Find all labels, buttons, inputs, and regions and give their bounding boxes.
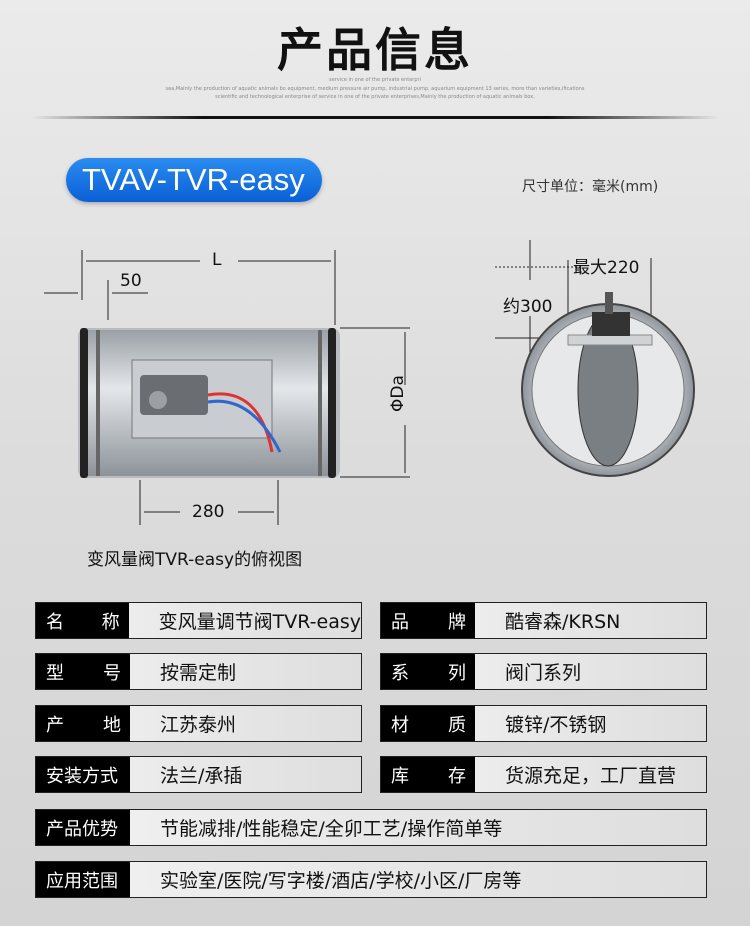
label-char: 产	[46, 714, 64, 736]
spec-row: 型号按需定制	[35, 653, 362, 690]
spec-value: 法兰/承插	[160, 765, 243, 787]
product-drawing	[44, 240, 695, 525]
spec-label: 安装方式	[36, 757, 130, 792]
spec-row: 系列阀门系列	[380, 653, 707, 690]
label-char: 牌	[448, 611, 466, 633]
spec-label: 品牌	[381, 603, 475, 638]
spec-label: 名称	[36, 603, 129, 638]
dim-body: 280	[192, 502, 225, 522]
label-char: 名	[46, 611, 64, 633]
label-char: 材	[391, 714, 409, 736]
divider	[30, 116, 720, 119]
spec-row: 名称变风量调节阀TVR-easy	[35, 602, 362, 639]
dim-height: 约300	[503, 297, 553, 317]
label-char: 品	[391, 611, 409, 633]
spec-row: 产地江苏泰州	[35, 705, 362, 742]
label-char: 系	[391, 662, 409, 684]
label-char: 列	[448, 662, 466, 684]
label-char: 存	[448, 765, 466, 787]
spec-label: 型号	[36, 654, 130, 689]
spec-row: 材质镀锌/不锈钢	[380, 705, 707, 742]
spec-label: 产品优势	[36, 810, 130, 845]
spec-label: 应用范围	[36, 862, 130, 897]
spec-label: 库存	[381, 757, 475, 792]
label-char: 型	[46, 662, 64, 684]
subtitle-line: service in one of the private enterpri	[329, 77, 421, 83]
label-char: 地	[103, 714, 121, 736]
label-char: 质	[448, 714, 466, 736]
dim-max-width: 最大220	[573, 258, 640, 278]
label-text: 安装方式	[46, 765, 118, 787]
label-char: 号	[103, 662, 121, 684]
spec-label: 系列	[381, 654, 475, 689]
spec-row: 安装方式 法兰/承插	[35, 756, 362, 793]
label-char: 称	[101, 611, 120, 633]
spec-label: 产地	[36, 706, 130, 741]
spec-value: 按需定制	[160, 662, 237, 684]
dim-offset: 50	[120, 271, 142, 291]
spec-row-wide: 产品优势 节能减排/性能稳定/全卯工艺/操作简单等	[35, 809, 707, 846]
page-title: 产品信息	[277, 23, 473, 77]
spec-value: 节能减排/性能稳定/全卯工艺/操作简单等	[160, 818, 503, 840]
spec-value: 酷睿森/KRSN	[505, 611, 621, 633]
spec-value: 江苏泰州	[160, 714, 237, 736]
subtitle-line: scientific and technological enterprise …	[215, 94, 535, 100]
spec-label: 材质	[381, 706, 475, 741]
dim-length: L	[212, 250, 222, 270]
spec-value: 变风量调节阀TVR-easy	[158, 611, 361, 633]
spec-row: 库存货源充足，工厂直营	[380, 756, 707, 793]
spec-value: 阀门系列	[505, 662, 582, 684]
spec-value: 镀锌/不锈钢	[505, 714, 607, 736]
spec-value: 实验室/医院/写字楼/酒店/学校/小区/厂房等	[160, 870, 522, 892]
unit-note: 尺寸单位：毫米(mm)	[522, 179, 659, 195]
drawing-caption: 变风量阀TVR-easy的俯视图	[87, 550, 303, 570]
spec-value: 货源充足，工厂直营	[505, 765, 677, 787]
spec-row-wide: 应用范围 实验室/医院/写字楼/酒店/学校/小区/厂房等	[35, 861, 707, 898]
dim-diameter: ΦDa	[388, 375, 408, 412]
spec-row: 品牌酷睿森/KRSN	[380, 602, 707, 639]
subtitle-line: sea,Mainly the production of aquatic ani…	[165, 86, 585, 92]
model-badge: TVAV-TVR-easy	[66, 158, 322, 202]
label-char: 库	[391, 765, 409, 787]
